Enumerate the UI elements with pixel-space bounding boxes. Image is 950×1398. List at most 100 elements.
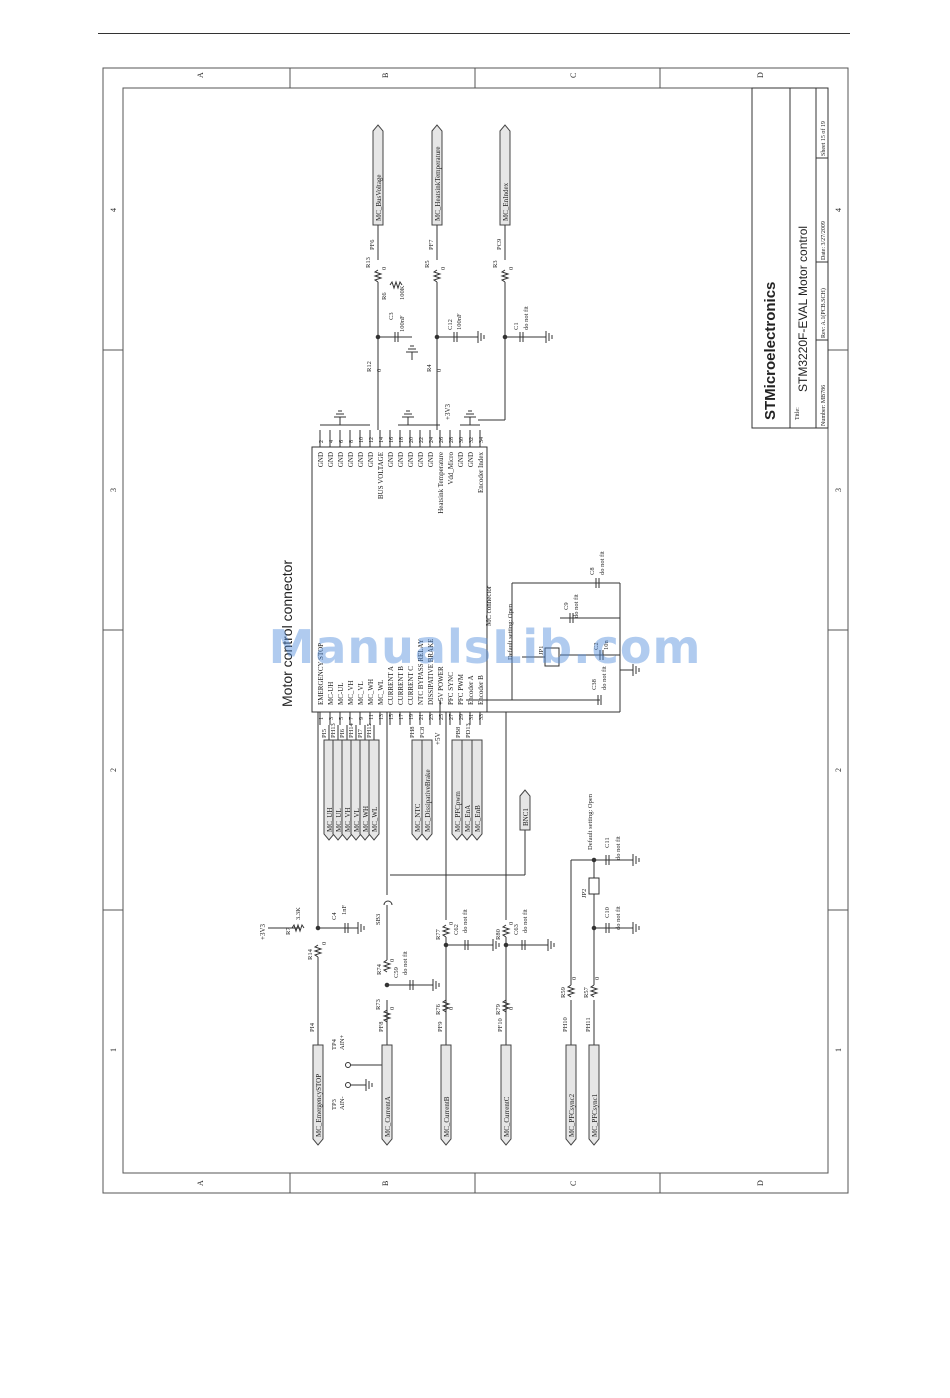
r6-res: [389, 280, 403, 290]
r74-ref: R74: [376, 963, 383, 975]
right-pin-number: 14: [379, 437, 385, 443]
ntc-port-label: PH8: [409, 726, 416, 738]
c11-cap: [605, 855, 610, 865]
r4-ref: R4: [426, 364, 433, 372]
gnd-pins-2-12: [334, 410, 346, 425]
top-res-1: [432, 269, 442, 283]
c8-ref: C8: [589, 567, 596, 575]
right-pin-name: GND: [417, 452, 425, 467]
left-pin-number: 23: [429, 714, 435, 720]
sheet-frame: [102, 67, 849, 1194]
c38-ref: C38: [591, 679, 598, 690]
left-pin-name: MC_VL: [357, 681, 365, 705]
c2-cap: [599, 650, 604, 660]
jp2-default-setting: Default setting: Open: [587, 793, 594, 850]
r12-ref: R12: [366, 361, 373, 372]
c59-val: do not fit: [402, 951, 409, 975]
c59-gnd: [425, 979, 440, 991]
left-pin-name: MC_VH: [347, 680, 355, 705]
c62-cap: [464, 940, 469, 950]
jp1-default-setting: Default setting: Open: [507, 603, 514, 660]
r76-ref: R76: [435, 1003, 442, 1015]
bus-port-label: PH13: [330, 723, 337, 738]
bottom-net-1-text: MC_CurrentA: [384, 1096, 392, 1137]
bottom-port: PF9: [437, 1022, 444, 1032]
ntc-net-0-text: MC_NTC: [414, 803, 422, 832]
c1-ref: C1: [513, 322, 520, 330]
bus-net-mc_wh: [359, 739, 371, 841]
plus5v-label: +5V: [434, 732, 442, 745]
tp3-label: AIN-: [339, 1096, 346, 1110]
r79-ref: R79: [495, 1004, 502, 1015]
pfc-port-label: PD13: [465, 723, 472, 738]
jp1-gnd: [625, 664, 640, 676]
r79-res: [501, 999, 511, 1013]
right-pin-name: GND: [397, 452, 405, 467]
bus-port-label: PI5: [321, 729, 328, 738]
bnc1-net-text: BNC1: [522, 808, 530, 826]
c4-gnd: [350, 922, 365, 934]
c59-cap: [409, 980, 414, 990]
right-pin-name: Vdd_Micro: [447, 452, 455, 485]
left-pin-number: 9: [359, 717, 365, 720]
r57-ref: R57: [583, 986, 590, 998]
right-pin-number: 22: [419, 437, 425, 443]
left-pin-number: 31: [469, 714, 475, 720]
bus-net-mc_uh-text: MC_UH: [326, 807, 334, 832]
company-name: STMicroelectronics: [762, 282, 779, 420]
bus-net-mc_vl-text: MC_VL: [353, 808, 361, 832]
r80-val: 0: [508, 922, 515, 925]
left-pin-number: 7: [349, 717, 355, 720]
bottom-net-5-text: MC_PFCsync1: [591, 1093, 599, 1137]
ntc-port-label: PC8: [419, 727, 426, 738]
right-pin-name: BUS VOLTAGE: [377, 452, 385, 499]
c8-cap: [595, 578, 600, 588]
r57-res: [589, 984, 599, 998]
c38-val: do not fit: [601, 666, 608, 690]
top-net-2-text: MC_EnIndex: [502, 182, 510, 221]
right-pin-name: GND: [457, 452, 465, 467]
c10-val: do not fit: [615, 906, 622, 930]
tp3-gnd: [358, 1079, 373, 1091]
left-pin-number: 13: [379, 714, 385, 720]
bottom-port: PH10: [562, 1017, 569, 1032]
r59-ref: R59: [560, 987, 567, 998]
right-pin-number: 30: [459, 437, 465, 443]
c11-gnd: [625, 854, 640, 866]
schematic-wires: [268, 225, 625, 1086]
left-pin-name: MC_WL: [377, 680, 385, 705]
bottom-port: PH11: [585, 1017, 592, 1032]
ntc-net-0: [411, 739, 423, 841]
connector-ref: MC connector: [485, 585, 493, 626]
sheet-number: Sheet 15 of 19: [820, 121, 827, 156]
bottom-port: PF8: [378, 1022, 385, 1032]
bus-port-label: PI7: [357, 728, 364, 738]
c10-ref: C10: [604, 907, 611, 918]
frame-number-left: 4: [109, 208, 118, 212]
c1-gnd: [538, 331, 553, 343]
top-net-1-text: MC_HeatsinkTemperature: [434, 146, 442, 221]
right-pin-name: GND: [317, 452, 325, 467]
top-res-val: 0: [508, 267, 515, 270]
pfc-net-2-text: MC_EnB: [474, 805, 482, 832]
left-pin-name: Encoder A: [467, 675, 475, 705]
c38-cap: [597, 695, 602, 705]
left-pin-number: 5: [339, 717, 345, 720]
c9-ref: C9: [563, 602, 570, 610]
bottom-net-5: [588, 1044, 600, 1146]
top-port: PF7: [428, 239, 435, 250]
c1-cap: [519, 332, 524, 342]
right-pin-name: Heatsink Temperature: [437, 452, 445, 514]
top-res-2: [500, 269, 510, 283]
c9-val: do not fit: [573, 594, 580, 618]
top-res-ref: R3: [492, 260, 499, 268]
frame-number-right: 3: [834, 488, 843, 492]
frame-letter-top: D: [756, 72, 765, 78]
schematic-components: [291, 124, 640, 1146]
r74-res: [382, 959, 392, 973]
r77-res: [441, 924, 451, 938]
revision: Rev: A.1(PCB.SCH): [820, 288, 827, 338]
top-3v3: +3V3: [444, 403, 452, 420]
